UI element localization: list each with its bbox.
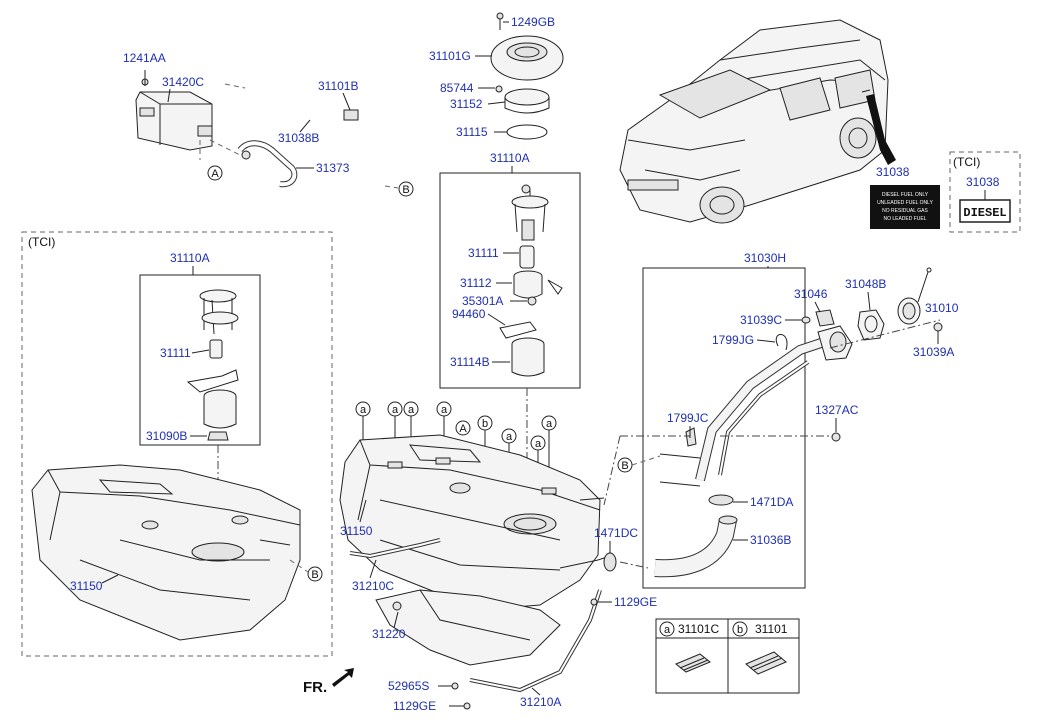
label-31030H: 31030H <box>744 251 786 265</box>
label-31373: 31373 <box>316 161 350 175</box>
tci-label-right: (TCI) <box>953 155 980 169</box>
svg-text:NO RESIDUAL GAS: NO RESIDUAL GAS <box>882 208 928 214</box>
svg-text:B: B <box>402 184 409 196</box>
svg-text:a: a <box>664 624 671 636</box>
vent-hose-31101B <box>224 83 399 189</box>
callout-B-right: B <box>617 457 633 473</box>
filler-neck-leaders <box>603 319 941 569</box>
svg-text:a: a <box>546 418 553 430</box>
label-31101B: 31101B <box>318 79 358 93</box>
label-31090B: 31090B <box>146 429 187 443</box>
label-31111-left: 31111 <box>160 346 191 360</box>
label-1799JC: 1799JC <box>667 411 709 425</box>
svg-text:B: B <box>311 569 318 581</box>
front-arrow-icon <box>332 668 354 687</box>
tci-diesel-box <box>949 151 1021 233</box>
svg-text:a: a <box>392 404 399 416</box>
tank-skid-plate <box>375 589 561 666</box>
label-31046: 31046 <box>794 287 828 301</box>
label-31114B: 31114B <box>450 355 490 369</box>
callout-B-left: B <box>307 566 323 582</box>
label-31220: 31220 <box>372 627 406 641</box>
label-85744: 85744 <box>440 81 474 95</box>
label-1129GE-bottom: 1129GE <box>393 699 436 713</box>
svg-text:a: a <box>535 438 542 450</box>
tci-label-left: (TCI) <box>28 235 55 249</box>
tank-strap-31210C <box>349 538 441 559</box>
front-direction-label: FR. <box>303 679 327 696</box>
label-31420C: 31420C <box>162 75 204 89</box>
hose-31373 <box>237 140 298 188</box>
label-31101G: 31101G <box>429 49 471 63</box>
label-31038B: 31038B <box>278 131 319 145</box>
label-1327AC: 1327AC <box>815 403 859 417</box>
tci-pump-parts <box>186 289 239 441</box>
filler-neck-assembly <box>659 309 885 506</box>
svg-text:DIESEL FUEL ONLY: DIESEL FUEL ONLY <box>882 192 929 198</box>
label-1249GB: 1249GB <box>511 15 555 29</box>
svg-text:a: a <box>506 431 513 443</box>
label-31110A-left: 31110A <box>170 251 210 265</box>
svg-text:DIESEL: DIESEL <box>963 206 1006 220</box>
label-35301A: 35301A <box>462 294 503 308</box>
pump-cover-stack <box>490 12 564 140</box>
label-1471DC: 1471DC <box>594 526 638 540</box>
svg-text:b: b <box>737 624 743 636</box>
label-31150-left: 31150 <box>70 579 103 593</box>
svg-text:A: A <box>459 423 467 435</box>
label-31115: 31115 <box>456 125 488 139</box>
label-1471DA: 1471DA <box>750 495 793 509</box>
vehicle-illustration <box>619 19 896 224</box>
label-31101C: 31101C <box>678 622 719 636</box>
label-31036B: 31036B <box>750 533 791 547</box>
fuel-pump-parts <box>499 184 563 377</box>
fuel-pump-box <box>439 172 581 389</box>
clip-legend-table: a 31101C b 31101 <box>655 618 800 694</box>
label-31038: 31038 <box>876 165 910 179</box>
filler-neck-box <box>642 267 806 589</box>
diesel-badge <box>959 199 1011 223</box>
tank-strap-31210A <box>469 589 602 693</box>
canister-assembly <box>135 70 251 161</box>
svg-text:a: a <box>441 404 448 416</box>
svg-text:B: B <box>621 460 628 472</box>
svg-text:a: a <box>408 404 415 416</box>
label-31152: 31152 <box>450 97 483 111</box>
label-31110A-top: 31110A <box>490 151 530 165</box>
svg-text:UNLEADED FUEL ONLY: UNLEADED FUEL ONLY <box>877 200 934 206</box>
svg-text:A: A <box>211 168 219 180</box>
label-31112: 31112 <box>460 276 492 290</box>
callout-A-upper: A <box>207 165 223 181</box>
tci-tank-box <box>21 231 333 657</box>
filler-hose-31036B <box>654 515 738 578</box>
label-31111-top: 31111 <box>468 246 499 260</box>
svg-text:NO LEADED FUEL: NO LEADED FUEL <box>883 216 926 222</box>
label-1241AA: 1241AA <box>123 51 166 65</box>
label-31101: 31101 <box>755 622 788 636</box>
label-31038-tci: 31038 <box>966 175 1000 189</box>
label-31039A: 31039A <box>913 345 954 359</box>
label-31210C: 31210C <box>352 579 394 593</box>
label-1799JG: 1799JG <box>712 333 754 347</box>
label-31010: 31010 <box>925 301 959 315</box>
label-31048B: 31048B <box>845 277 886 291</box>
tci-fuel-tank <box>31 464 301 641</box>
label-31039C: 31039C <box>740 313 782 327</box>
svg-text:a: a <box>360 404 367 416</box>
label-52965S: 52965S <box>388 679 429 693</box>
label-31210A: 31210A <box>520 695 561 709</box>
callout-B-upper: B <box>398 181 414 197</box>
label-1129GE-right: 1129GE <box>614 595 657 609</box>
svg-text:b: b <box>482 418 488 430</box>
tci-pump-box <box>139 274 261 446</box>
fuel-cap-31010 <box>897 267 932 325</box>
fuel-label-sticker: DIESEL FUEL ONLY UNLEADED FUEL ONLY NO R… <box>870 185 940 229</box>
label-94460: 94460 <box>452 307 486 321</box>
label-31150-mid: 31150 <box>340 524 373 538</box>
